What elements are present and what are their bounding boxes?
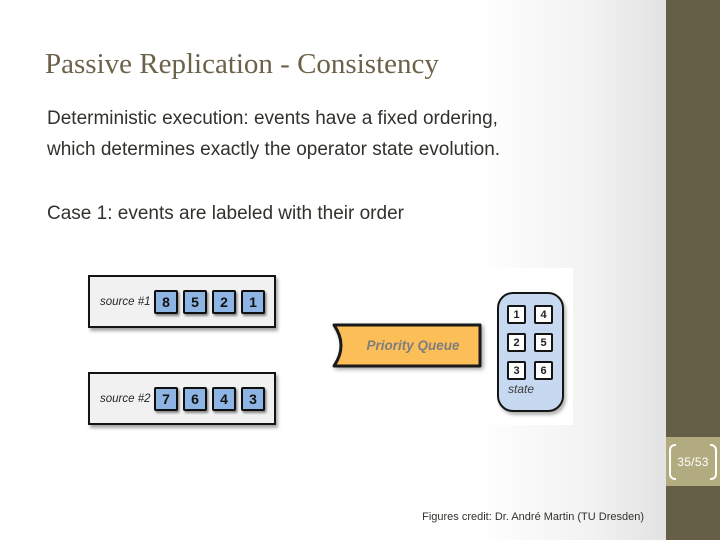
- priority-queue-label: Priority Queue: [366, 338, 460, 353]
- page-number: 35/53: [677, 454, 709, 469]
- ribbon-shape-icon: [332, 323, 482, 368]
- slide-title: Passive Replication - Consistency: [45, 48, 439, 80]
- event-square: 6: [183, 386, 207, 411]
- source-1-box: source #1 8 5 2 1: [88, 275, 276, 328]
- state-cell: 6: [534, 361, 553, 380]
- bracket-right-icon: [709, 443, 717, 480]
- event-square: 5: [183, 289, 207, 314]
- page-indicator: 35/53: [666, 437, 720, 486]
- bracket-left-icon: [669, 443, 677, 480]
- state-cell: 1: [507, 305, 526, 324]
- source-2-events: 7 6 4 3: [154, 386, 265, 411]
- source-2-label: source #2: [100, 392, 151, 405]
- credit-text: Figures credit: Dr. André Martin (TU Dre…: [422, 511, 644, 523]
- state-grid: 1 4 2 5 3 6: [507, 305, 553, 380]
- event-square: 4: [212, 386, 236, 411]
- state-cell: 3: [507, 361, 526, 380]
- state-cell: 2: [507, 333, 526, 352]
- event-square: 2: [212, 289, 236, 314]
- event-square: 1: [241, 289, 265, 314]
- source-1-events: 8 5 2 1: [154, 289, 265, 314]
- source-1-label: source #1: [100, 295, 151, 308]
- body-paragraph: Deterministic execution: events have a f…: [47, 103, 500, 165]
- event-square: 8: [154, 289, 178, 314]
- state-box: 1 4 2 5 3 6 state: [497, 292, 564, 412]
- case-label: Case 1: events are labeled with their or…: [47, 203, 404, 224]
- priority-queue-shape: Priority Queue: [330, 321, 484, 370]
- source-2-box: source #2 7 6 4 3: [88, 372, 276, 425]
- state-cell: 4: [534, 305, 553, 324]
- event-square: 7: [154, 386, 178, 411]
- state-cell: 5: [534, 333, 553, 352]
- body-line-2: which determines exactly the operator st…: [47, 139, 501, 160]
- event-square: 3: [241, 386, 265, 411]
- body-line-1: Deterministic execution: events have a f…: [47, 108, 498, 129]
- state-label: state: [508, 382, 535, 396]
